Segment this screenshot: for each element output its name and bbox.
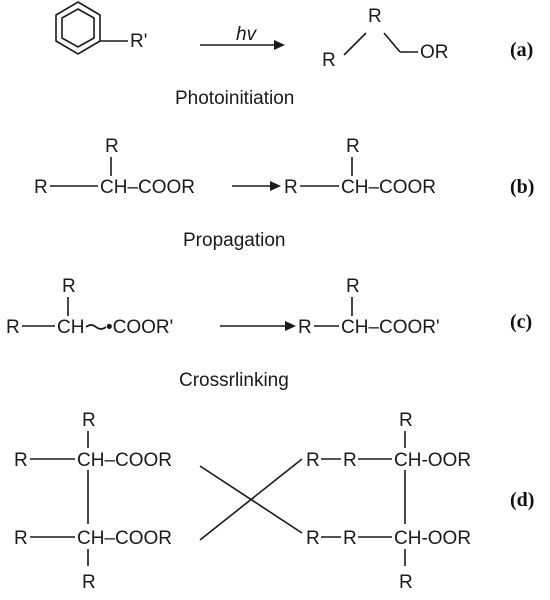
d-right-r1a: R xyxy=(306,450,320,471)
reaction-a: R' hv R R OR (a) xyxy=(55,1,533,71)
d-left-r-bot: R xyxy=(82,572,96,593)
product-r-top: R xyxy=(368,6,382,27)
d-left-r2: R xyxy=(14,528,28,549)
d-left-r1: R xyxy=(14,450,28,471)
b-chain-1: CH–COOR xyxy=(100,177,195,198)
product-r-left: R xyxy=(322,50,336,71)
d-right-r2b: R xyxy=(343,528,357,549)
d-right-r-top: R xyxy=(399,410,413,431)
substituent-r1: R' xyxy=(130,31,147,52)
arrow-a-head xyxy=(274,40,285,50)
d-left-chain-2: CH–COOR xyxy=(77,528,172,549)
product-or: OR xyxy=(420,42,449,63)
product-bond-left xyxy=(343,32,367,56)
c-ch: CH xyxy=(57,317,84,338)
c-wavy-bond xyxy=(85,324,107,330)
c-chain-2: CH–COOR' xyxy=(341,317,440,338)
arrow-c-head xyxy=(285,321,296,331)
c-r-top-2: R xyxy=(346,276,360,297)
arrow-b-head xyxy=(270,181,281,191)
caption-photoinitiation: Photoinitiation xyxy=(175,88,294,109)
d-cross-bond-2 xyxy=(199,458,303,541)
hv-label: hv xyxy=(236,24,258,45)
benzene-ring xyxy=(55,1,101,55)
d-right-r2a: R xyxy=(306,528,320,549)
d-right-r-bot: R xyxy=(399,572,413,593)
d-right-chain-1: CH-OOR xyxy=(394,450,471,471)
reaction-b: R R CH–COOR R R CH–COOR (b) xyxy=(34,136,534,198)
c-r-top-1: R xyxy=(62,276,76,297)
label-c: (c) xyxy=(510,311,532,333)
d-left-chain-1: CH–COOR xyxy=(77,450,172,471)
label-d: (d) xyxy=(510,489,534,511)
c-radical-coor: •COOR' xyxy=(106,317,173,338)
reaction-d: R R CH–COOR R CH–COOR R R R R CH-OOR R R… xyxy=(14,410,534,593)
c-r-left-1: R xyxy=(6,317,20,338)
d-right-r1b: R xyxy=(343,450,357,471)
b-r-left-1: R xyxy=(34,177,48,198)
reaction-c: R R CH •COOR' R R CH–COOR' (c) xyxy=(6,276,532,338)
b-chain-2: CH–COOR xyxy=(341,177,436,198)
d-left-r-top: R xyxy=(82,410,96,431)
d-right-chain-2: CH-OOR xyxy=(394,528,471,549)
b-r-top-2: R xyxy=(346,136,360,157)
product-bond-right xyxy=(383,32,401,53)
caption-crosslinking: Crossrlinking xyxy=(179,370,289,391)
c-r-left-2: R xyxy=(298,317,312,338)
label-b: (b) xyxy=(510,176,534,198)
b-r-left-2: R xyxy=(284,177,298,198)
caption-propagation: Propagation xyxy=(183,230,285,251)
label-a: (a) xyxy=(510,39,533,61)
b-r-top-1: R xyxy=(105,136,119,157)
